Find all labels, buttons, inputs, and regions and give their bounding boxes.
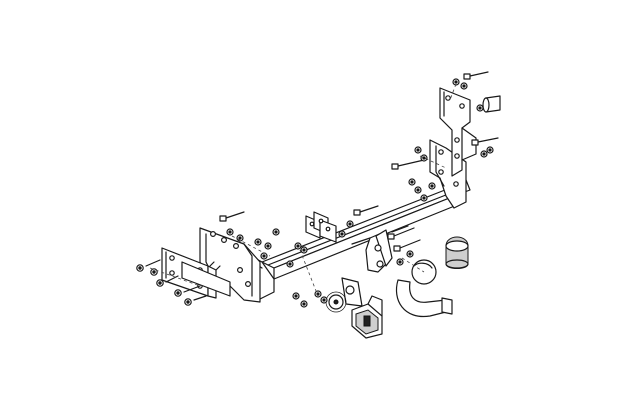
right-bracket-bolt-group bbox=[391, 146, 436, 202]
left-side-bracket bbox=[199, 227, 261, 303]
center-spacer-plates bbox=[305, 211, 337, 243]
hitch-mount bbox=[351, 229, 393, 273]
tow-ball-neck bbox=[396, 259, 453, 318]
left-upper-bolt-group bbox=[219, 211, 280, 260]
electrical-socket bbox=[351, 295, 383, 339]
tow-ball-cover bbox=[445, 236, 469, 269]
fasteners bbox=[136, 71, 501, 308]
socket-plate bbox=[325, 277, 363, 313]
center-bolt-group bbox=[286, 205, 379, 308]
right-upper-bracket bbox=[439, 87, 477, 177]
hitch-bolt-group bbox=[387, 225, 421, 266]
left-outer-plate bbox=[161, 247, 231, 299]
upper-right-bolt-group bbox=[452, 71, 501, 158]
